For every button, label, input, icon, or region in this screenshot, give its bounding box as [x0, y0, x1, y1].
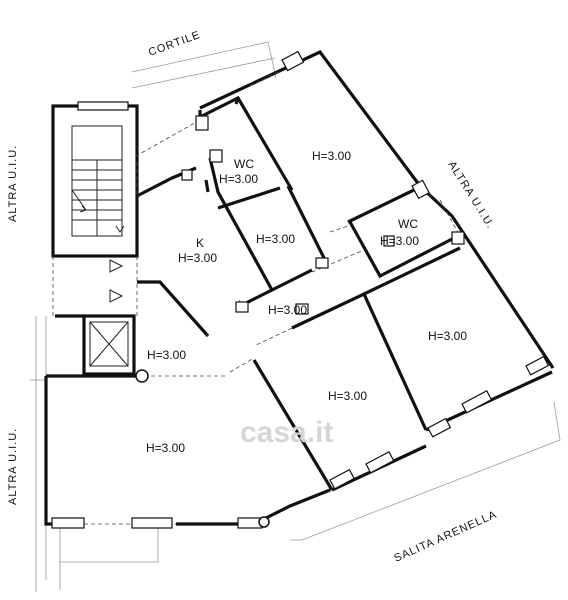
label-cortile: CORTILE	[147, 29, 202, 59]
room-wc2-name: WC	[398, 217, 418, 231]
room-mid-height: H=3.00	[256, 232, 295, 246]
room-kitchen-height: H=3.00	[178, 251, 217, 265]
room-wc1-height: H=3.00	[219, 172, 258, 186]
room-corridor-height: H=3.00	[268, 303, 307, 317]
openings	[84, 71, 461, 525]
watermark-text: casa.it	[240, 416, 333, 449]
label-altra-uiu-left-top: ALTRA U.I.U.	[7, 145, 19, 222]
room-top-height: H=3.00	[312, 149, 351, 163]
walls	[44, 49, 555, 526]
landing	[52, 256, 138, 376]
label-altra-uiu-left-bottom: ALTRA U.I.U.	[7, 428, 19, 505]
room-wc2-height: H=3.00	[380, 234, 419, 248]
staircase	[51, 101, 139, 258]
label-salita-arenella: SALITA ARENELLA	[392, 508, 499, 564]
room-center-height: H=3.00	[328, 389, 367, 403]
room-right-height: H=3.00	[428, 329, 467, 343]
windows	[51, 50, 550, 529]
room-kitchen-name: K	[196, 236, 204, 250]
room-entrance-height: H=3.00	[147, 348, 186, 362]
room-wc1-name: WC	[234, 157, 254, 171]
room-bottom-left-height: H=3.00	[146, 441, 185, 455]
